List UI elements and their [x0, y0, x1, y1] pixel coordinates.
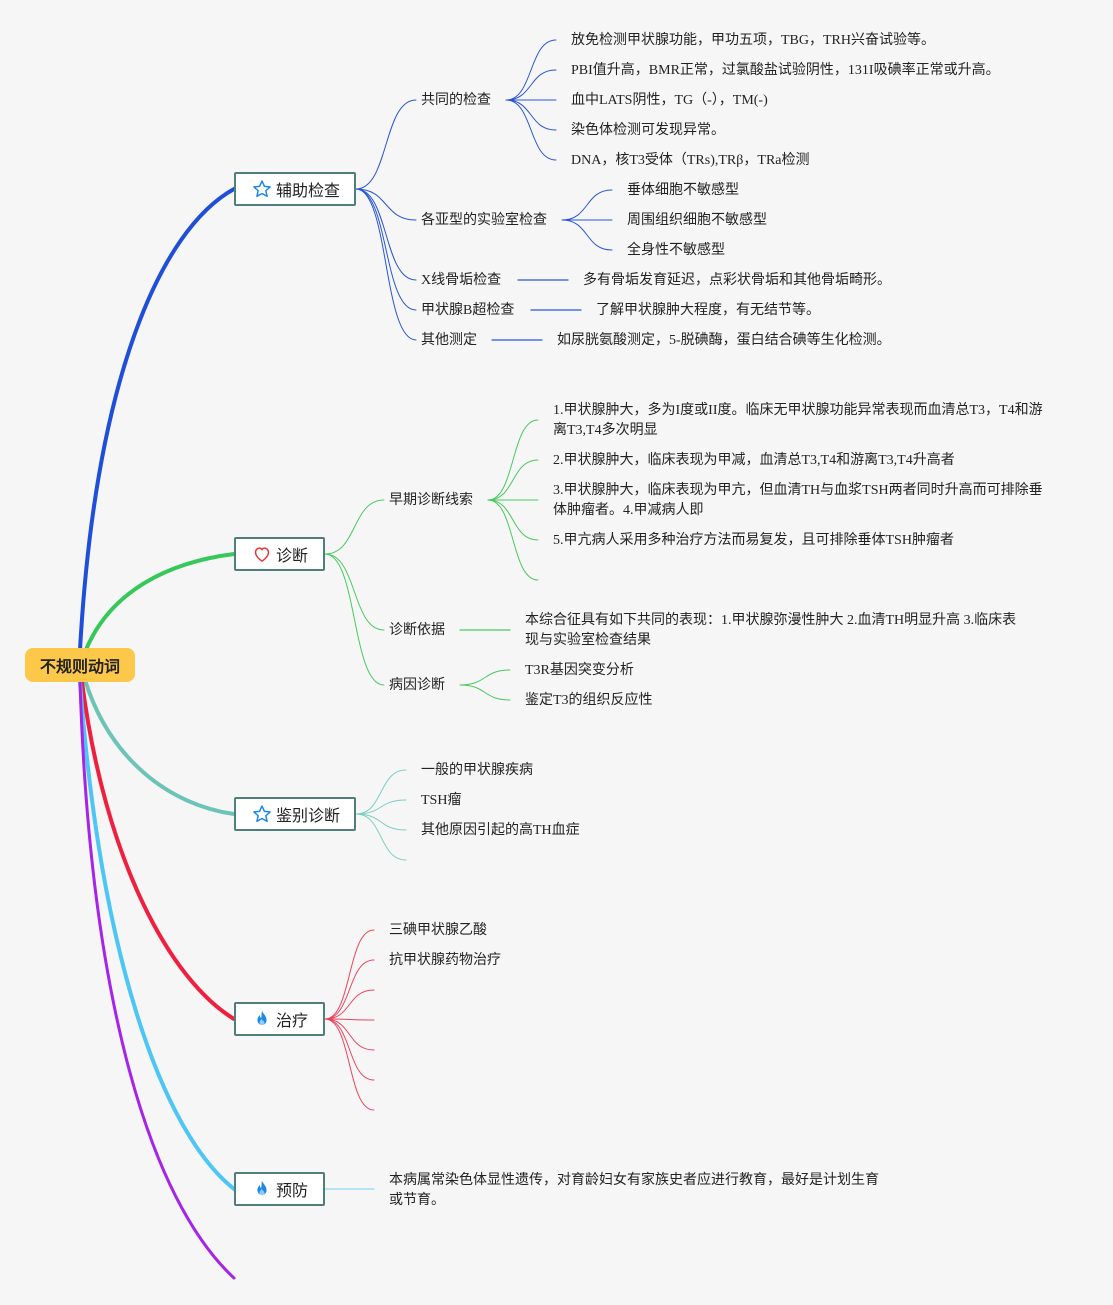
- diagnosis-basis-detail[interactable]: 本综合征具有如下共同的表现：1.甲状腺弥漫性肿大 2.血清TH明显升高 3.临床…: [525, 613, 1017, 648]
- treatment-item-connector: [324, 1018, 375, 1111]
- branch-differential-diagnosis[interactable]: 鉴别诊断: [234, 797, 356, 831]
- treatment-item-connector: [324, 1018, 375, 1051]
- treatment-item-connector: [324, 929, 375, 1020]
- differential-item[interactable]: 其他原因引起的高TH血症: [421, 823, 580, 838]
- branch-treatment[interactable]: 治疗: [234, 1002, 325, 1036]
- other-test-topic[interactable]: 其他测定: [421, 333, 477, 348]
- etiology-topic[interactable]: 病因诊断: [389, 678, 445, 693]
- differential-item[interactable]: 一般的甲状腺疾病: [421, 763, 533, 778]
- branch-label: 诊断: [276, 548, 309, 565]
- auxiliary-topic-connector: [355, 188, 417, 311]
- etiology-connector: [459, 684, 511, 701]
- etiology-item[interactable]: T3R基因突变分析: [525, 663, 634, 678]
- branch-label: 鉴别诊断: [276, 808, 341, 825]
- differential-item-connector: [355, 813, 407, 861]
- treatment-item[interactable]: 抗甲状腺药物治疗: [389, 953, 501, 968]
- root-node[interactable]: 不规则动词: [25, 648, 135, 682]
- early-clue-item[interactable]: 3.甲状腺肿大，临床表现为甲亢，但血清TH与血浆TSH两者同时升高而可排除垂体肿…: [553, 483, 1043, 518]
- common-exam-connector: [505, 99, 557, 161]
- early-clue-topic[interactable]: 早期诊断线索: [389, 493, 473, 508]
- differential-item-connector: [355, 813, 407, 831]
- root-extra-connector: [78, 680, 236, 1280]
- common-exam-item[interactable]: 血中LATS阴性，TG（-），TM(-): [571, 93, 768, 108]
- treatment-item[interactable]: 三碘甲状腺乙酸: [389, 923, 487, 938]
- other-test-detail[interactable]: 如尿胱氨酸测定，5-脱碘酶，蛋白结合碘等生化检测。: [557, 333, 891, 348]
- branch-label: 预防: [276, 1183, 309, 1200]
- flame-icon: [257, 1180, 267, 1196]
- diagnosis-topic-connector: [324, 553, 385, 631]
- common-exam-topic[interactable]: 共同的检查: [421, 93, 491, 108]
- common-exam-connector: [505, 99, 557, 131]
- auxiliary-topic-connector: [355, 99, 417, 190]
- prevention-detail[interactable]: 本病属常染色体显性遗传，对育龄妇女有家族史者应进行教育，最好是计划生育或节育。: [389, 1173, 879, 1208]
- etiology-item[interactable]: 鉴定T3的组织反应性: [525, 693, 653, 708]
- diagnosis-basis-topic[interactable]: 诊断依据: [389, 623, 445, 638]
- branch-auxiliary-exam[interactable]: 辅助检查: [234, 172, 356, 206]
- root-to-treatment-connector: [80, 680, 236, 1021]
- subtype-lab-topic[interactable]: 各亚型的实验室检查: [421, 213, 547, 228]
- common-exam-item[interactable]: 放免检测甲状腺功能，甲功五项，TBG，TRH兴奋试验等。: [571, 33, 935, 48]
- differential-item-connector: [355, 769, 407, 815]
- differential-item[interactable]: TSH瘤: [421, 793, 462, 808]
- auxiliary-topic-connector: [355, 188, 417, 281]
- early-clue-item[interactable]: 1.甲状腺肿大，多为I度或II度。临床无甲状腺功能异常表现而血清总T3，T4和游…: [553, 403, 1043, 438]
- root-to-diagnosis-connector: [83, 552, 236, 654]
- branch-label: 治疗: [276, 1013, 309, 1030]
- subtype-item[interactable]: 周围组织细胞不敏感型: [627, 213, 767, 228]
- treatment-item-connector: [324, 989, 375, 1020]
- xray-topic[interactable]: X线骨垢检查: [421, 273, 502, 288]
- root-to-differential-connector: [83, 678, 236, 816]
- subtype-item[interactable]: 全身性不敏感型: [627, 243, 725, 258]
- star-icon: [253, 805, 271, 823]
- branch-prevention[interactable]: 预防: [234, 1172, 325, 1206]
- auxiliary-topic-connector: [355, 188, 417, 341]
- treatment-item-connector: [324, 1018, 375, 1021]
- bscan-detail[interactable]: 了解甲状腺肿大程度，有无结节等。: [596, 303, 820, 318]
- subtype-item[interactable]: 垂体细胞不敏感型: [627, 183, 739, 198]
- early-clue-item[interactable]: 2.甲状腺肿大，临床表现为甲减，血清总T3,T4和游离T3,T4升高者: [553, 453, 955, 468]
- treatment-item-connector: [324, 959, 375, 1020]
- subtype-connector: [561, 189, 613, 221]
- common-exam-item[interactable]: 染色体检测可发现异常。: [571, 123, 725, 138]
- common-exam-item[interactable]: PBI值升高，BMR正常，过氯酸盐试验阴性，131I吸碘率正常或升高。: [571, 63, 1000, 78]
- early-clue-connector: [487, 419, 539, 501]
- xray-detail[interactable]: 多有骨垢发育延迟，点彩状骨垢和其他骨垢畸形。: [583, 273, 891, 288]
- star-icon: [253, 180, 271, 198]
- diagnosis-topic-connector: [324, 553, 385, 686]
- early-clue-connector: [487, 499, 539, 541]
- common-exam-connector: [505, 39, 557, 101]
- common-exam-item[interactable]: DNA，核T3受体（TRs),TRβ，TRa检测: [571, 153, 810, 168]
- common-exam-connector: [505, 69, 557, 101]
- subtype-connector: [561, 219, 613, 251]
- heart-icon: [254, 547, 270, 562]
- branch-label: 辅助检查: [276, 183, 341, 200]
- root-to-prevention-connector: [78, 680, 236, 1191]
- bscan-topic[interactable]: 甲状腺B超检查: [421, 303, 515, 318]
- early-clue-connector: [487, 499, 539, 581]
- etiology-connector: [459, 669, 511, 686]
- treatment-item-connector: [324, 1018, 375, 1081]
- early-clue-connector: [487, 459, 539, 501]
- auxiliary-topic-connector: [355, 188, 417, 221]
- root-to-auxiliary-connector: [78, 187, 236, 652]
- flame-icon: [257, 1010, 267, 1026]
- branch-diagnosis[interactable]: 诊断: [234, 537, 325, 571]
- differential-item-connector: [355, 799, 407, 815]
- diagnosis-topic-connector: [324, 499, 385, 555]
- early-clue-item[interactable]: 5.甲亢病人采用多种治疗方法而易复发，且可排除垂体TSH肿瘤者: [553, 533, 954, 548]
